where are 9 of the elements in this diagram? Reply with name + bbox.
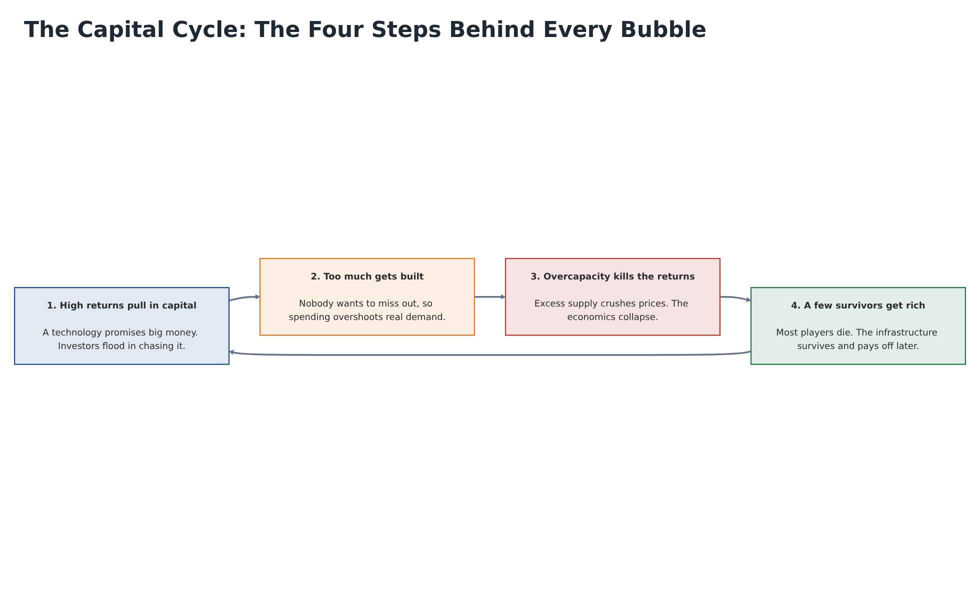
- diagram-title: The Capital Cycle: The Four Steps Behind Every Bubble: [24, 18, 708, 43]
- arrow: [720, 296, 752, 302]
- arrow: [474, 294, 506, 299]
- arrow: [228, 294, 260, 301]
- node-box: 2. Too much gets built Nobody wants to miss out, so spending overshoots real demand.: [259, 258, 476, 336]
- node-box: 1. High returns pull in capital A technology promises big money. Investors flood in chasing it.: [14, 286, 230, 364]
- node-box: 4. A few survivors get rich Most players die. The infrastructure survives and pays off later.: [750, 286, 966, 364]
- arrow: [228, 350, 752, 356]
- node-box: 3. Overcapacity kills the returns Excess supply crushes prices. The economics collapse.: [504, 258, 721, 336]
